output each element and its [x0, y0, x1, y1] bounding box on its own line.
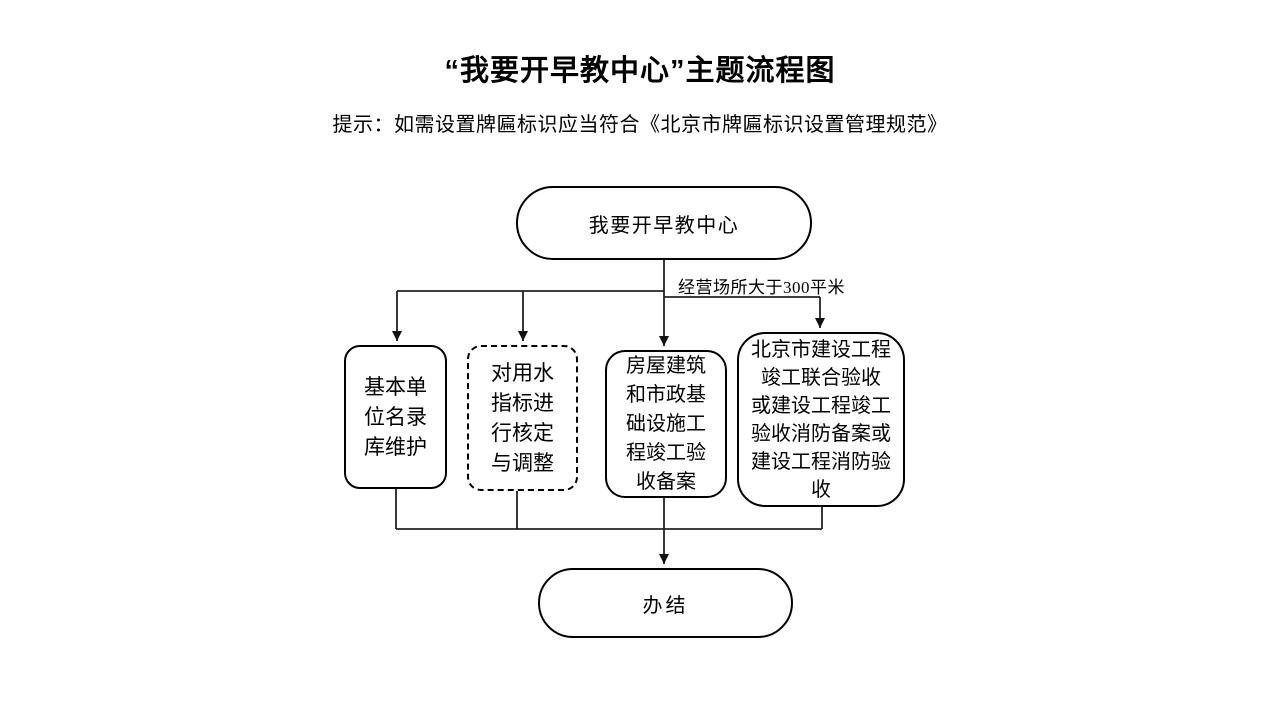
flow-node-box3: 房屋建筑 和市政基 础设施工 程竣工验 收备案: [605, 350, 727, 498]
flow-node-end: 办结: [538, 568, 793, 638]
flow-node-box2: 对用水 指标进 行核定 与调整: [467, 345, 578, 491]
page-title: “我要开早教中心”主题流程图: [444, 55, 836, 87]
flow-node-start: 我要开早教中心: [516, 186, 812, 260]
branch-condition-label: 经营场所大于300平米: [678, 278, 845, 297]
flow-node-box1: 基本单 位名录 库维护: [344, 345, 447, 489]
page-hint: 提示：如需设置牌匾标识应当符合《北京市牌匾标识设置管理规范》: [332, 114, 948, 136]
flow-node-box4: 北京市建设工程 竣工联合验收 或建设工程竣工 验收消防备案或 建设工程消防验 收: [737, 332, 905, 507]
